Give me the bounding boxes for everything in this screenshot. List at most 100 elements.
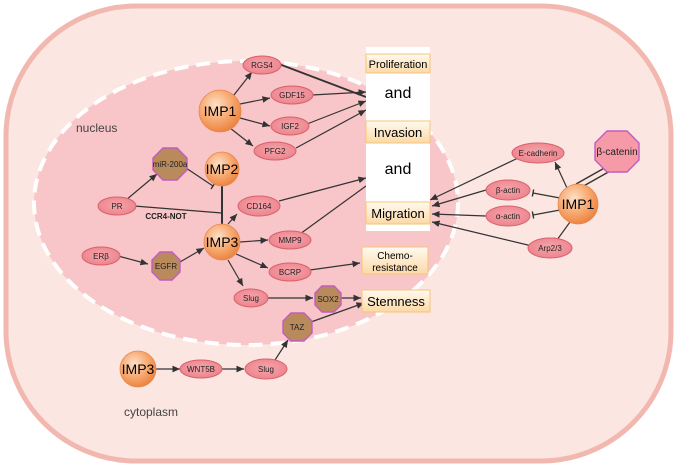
edge-imp1-gdf15 (239, 96, 271, 105)
stemness-outcome: Stemness (361, 289, 431, 313)
edge-imp1-igf2 (239, 117, 271, 128)
label-beta-actin: β-actin (496, 186, 520, 195)
chemoresistance-outcome: Chemo- resistance (361, 246, 429, 275)
hub-imp3-cytoplasm (119, 350, 157, 388)
ccr4-not-label: CCR4-NOT (145, 212, 186, 221)
node-alpha-actin (485, 205, 531, 227)
proliferation-label: Proliferation (369, 59, 428, 71)
node-taz (282, 312, 313, 342)
edge-imp1-alphaactin (531, 209, 561, 219)
node-cd164 (237, 195, 281, 217)
edge-imp1-betaactin (531, 189, 561, 199)
edge-mmp9-outcome (299, 185, 367, 235)
edge-pr-mir200a (125, 173, 158, 201)
edge-imp1-arp23 (553, 221, 571, 243)
label-egfr: EGFR (155, 262, 177, 271)
target-nodes (81, 55, 573, 380)
node-mmp9 (268, 230, 312, 250)
invasion-label: Invasion (374, 125, 422, 140)
edge-betaactin-migration (431, 189, 487, 208)
edge-rgs4-outcome (278, 63, 367, 98)
stemness-label: Stemness (367, 294, 425, 309)
node-egfr (151, 251, 181, 281)
edge-erb-egfr (117, 255, 149, 266)
target-labels: RGS4 GDF15 IGF2 PFG2 PR CD164 MMP9 ERβ B… (93, 61, 562, 374)
label-rgs4: RGS4 (251, 61, 273, 70)
nucleus-label: nucleus (76, 121, 117, 135)
edge-imp3-cd164 (227, 213, 238, 225)
cytoplasm-label: cytoplasm (124, 405, 178, 419)
chemoresistance-label-line1: Chemo- (377, 251, 413, 262)
node-sox2 (314, 285, 342, 313)
edge-arp23-migration (431, 220, 533, 247)
label-hub-imp1-cytoplasm: IMP1 (562, 196, 595, 212)
label-wnt5b: WNT5B (187, 365, 215, 374)
node-mir200a (152, 147, 188, 181)
label-e-cadherin: E-cadherin (519, 149, 558, 158)
hub-imp2 (204, 151, 240, 187)
label-beta-catenin: β-catenin (596, 147, 637, 158)
proliferation-box (365, 53, 431, 74)
edge-imp3-bcrp (235, 253, 269, 269)
label-igf2: IGF2 (281, 122, 299, 131)
label-mir200a: miR-200a (153, 160, 188, 169)
edge-imp1-catenin-a (575, 165, 609, 185)
stemness-box (361, 289, 431, 313)
edge-gdf15-outcome (311, 89, 367, 96)
edge-egfr-imp3 (179, 247, 205, 263)
octagon-labels: miR-200a EGFR SOX2 TAZ β-catenin (153, 147, 638, 332)
label-sox2: SOX2 (317, 295, 339, 304)
label-hub-imp2: IMP2 (206, 161, 239, 177)
label-hub-imp3-cytoplasm: IMP3 (122, 361, 155, 377)
edge-alphaactin-migration (431, 210, 487, 218)
and-label-1: and (385, 85, 412, 102)
node-gdf15 (270, 85, 314, 105)
label-slug-nucleus: Slug (243, 294, 259, 303)
and-label-2: and (385, 161, 412, 178)
node-pr (97, 196, 137, 216)
hub-imp1-cytoplasm (557, 183, 599, 225)
hub-imp1-nucleus (198, 89, 242, 133)
node-arp23 (527, 237, 573, 259)
edge-imp3-slug (227, 259, 244, 287)
label-pr: PR (111, 202, 122, 211)
edge-imp3-mmp9 (239, 237, 269, 244)
node-wnt5b (179, 359, 223, 379)
label-taz: TAZ (290, 323, 305, 332)
hub-nodes (119, 89, 599, 388)
edge-igf2-outcome (306, 100, 367, 125)
edge-bcrp-chemo (309, 260, 361, 271)
node-e-cadherin (511, 142, 565, 164)
outcome-column: Proliferation and Invasion and Migration (365, 47, 431, 231)
migration-label: Migration (371, 206, 424, 221)
migration-box (365, 201, 431, 225)
node-slug-nucleus (233, 288, 269, 308)
node-beta-actin (485, 179, 531, 201)
label-alpha-actin: α-actin (496, 212, 520, 221)
chemoresistance-label-line2: resistance (372, 263, 418, 274)
label-hub-imp3-nucleus: IMP3 (206, 234, 239, 250)
node-bcrp (268, 262, 312, 282)
edge-cd164-outcome (278, 176, 367, 202)
edge-pr-inhibit (133, 205, 224, 217)
label-bcrp: BCRP (279, 268, 301, 277)
node-rgs4 (242, 55, 282, 75)
node-slug-cytoplasm (244, 358, 288, 380)
octagon-nodes (151, 130, 640, 342)
edge-taz-stemness (310, 302, 365, 323)
hub-labels: IMP1 IMP2 IMP3 IMP1 IMP3 (122, 103, 595, 377)
label-gdf15: GDF15 (279, 91, 305, 100)
edge-imp1-ecadherin (554, 161, 568, 189)
edge-imp1-pfg2 (229, 127, 254, 147)
chemoresistance-box (361, 246, 429, 275)
node-igf2 (270, 116, 310, 136)
node-er-beta (81, 246, 121, 266)
label-er-beta: ERβ (93, 252, 109, 261)
node-pfg2 (253, 141, 297, 161)
edge-mir200a-imp2 (182, 165, 216, 190)
edge-slug-taz (274, 339, 289, 361)
edge-pfg2-outcome (295, 109, 367, 149)
hub-imp3-nucleus (203, 223, 241, 261)
